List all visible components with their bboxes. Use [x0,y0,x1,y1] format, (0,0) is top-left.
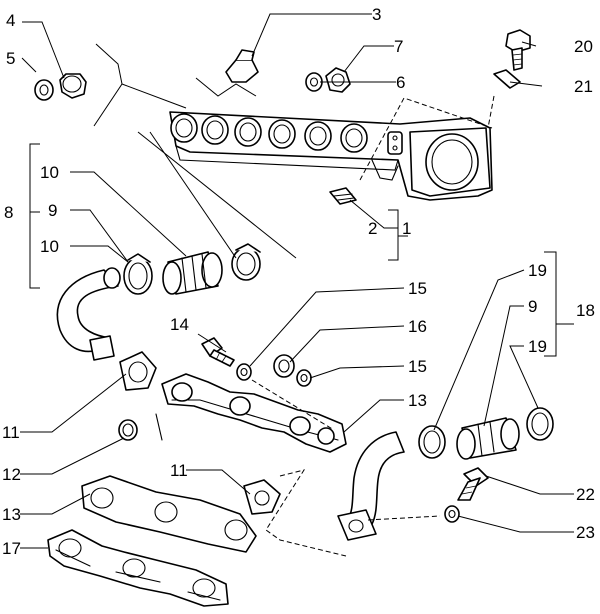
hose-9-left [162,251,223,295]
callout-11b: 11 [170,461,188,480]
callout-1: 1 [402,219,411,238]
plug-cap [59,73,87,99]
gasket-17 [47,529,229,607]
exhaust-manifold [161,373,347,453]
callout-4: 4 [6,11,15,30]
gasket-11-lower [243,479,281,515]
callout-7: 7 [394,37,403,56]
callout-8: 8 [4,203,13,222]
washer-15-left [236,363,252,381]
bracket-1 [388,209,399,261]
callout-13a: 13 [408,391,427,410]
bent-hose-18 [337,431,405,541]
callout-9b: 9 [528,297,537,316]
hose-clamp-19-right [526,407,554,441]
callout-18: 18 [576,301,595,320]
callout-14: 14 [170,315,189,334]
callout-3: 3 [372,5,381,24]
bolt-14 [201,337,235,367]
callout-10a: 10 [40,163,59,182]
hose-clamp-10-right [231,243,261,281]
construction-lines [93,43,495,557]
bracket-line [155,413,163,441]
clip-21 [493,69,521,89]
callout-10b: 10 [40,237,59,256]
bolt-20 [505,29,531,71]
callout-numbers: 1 2 3 4 5 6 7 8 9 9 10 10 11 11 12 13 13… [2,5,595,558]
callout-22: 22 [576,485,595,504]
callout-17: 17 [2,539,21,558]
callout-21: 21 [574,77,593,96]
plug-7 [325,67,351,93]
seal-ring-12 [118,419,138,441]
hose-clamp-19-left [418,425,446,459]
manifold-ports [170,113,368,153]
bracket-18 [544,251,557,357]
washer-5 [34,79,54,101]
stud [329,187,357,205]
washer-6 [305,72,323,92]
washer-15-right [296,369,312,387]
callout-12: 12 [2,465,21,484]
callout-19a: 19 [528,261,547,280]
bracket-8 [29,143,40,289]
washer-23 [444,505,460,523]
callout-16: 16 [408,317,427,336]
callout-13b: 13 [2,505,21,524]
callout-11a: 11 [2,423,20,442]
spacer-16 [273,354,295,378]
gasket-11-top [119,351,157,391]
hose-clamp-10-left [123,253,153,295]
callout-19b: 19 [528,337,547,356]
leader-lines [20,13,574,549]
hose-9-right [456,417,520,460]
bolt-22 [457,467,489,501]
intake-manifold [169,111,493,201]
callout-15b: 15 [408,357,427,376]
callout-9a: 9 [48,201,57,220]
callout-15a: 15 [408,279,427,298]
bent-hose-8 [56,267,121,361]
callout-23: 23 [576,523,595,542]
gasket-13-lower [81,475,257,553]
callout-2: 2 [368,219,377,238]
fitting [225,49,259,83]
callout-20: 20 [574,37,593,56]
callout-5: 5 [6,49,15,68]
callout-6: 6 [396,73,405,92]
